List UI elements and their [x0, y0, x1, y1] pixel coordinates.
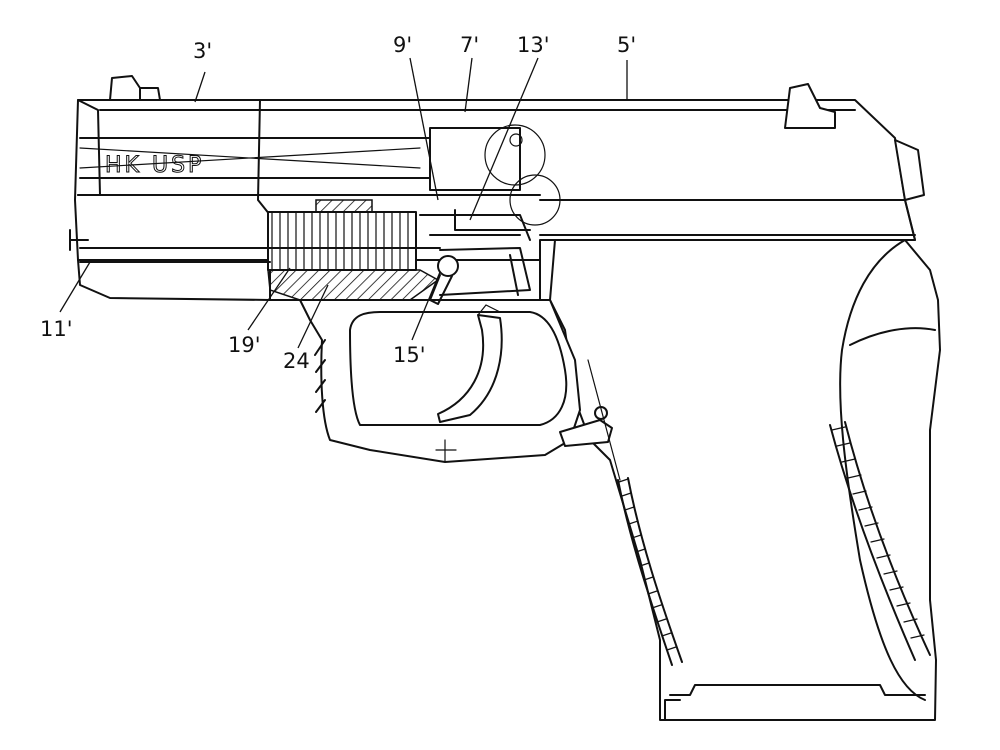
trigger — [437, 314, 503, 423]
label-9: 9' — [393, 33, 412, 57]
grip-serrations — [618, 426, 925, 651]
slide-stop-lever — [559, 359, 621, 481]
leader-lines — [59, 57, 628, 349]
barrel — [79, 127, 521, 191]
label-24: 24 — [283, 349, 310, 373]
slide-engraving: HK USP — [105, 153, 204, 178]
label-15: 15' — [393, 343, 426, 367]
buffer-element — [267, 269, 440, 301]
trigger-guard — [299, 299, 581, 463]
reference-labels: 3' 9' 7' 13' 5' 11' 19' 24 15' — [40, 33, 636, 373]
label-13: 13' — [517, 33, 550, 57]
recoil-spring — [79, 199, 441, 271]
label-7: 7' — [460, 33, 479, 57]
label-5: 5' — [617, 33, 636, 57]
frame-grip — [549, 239, 941, 721]
label-3: 3' — [193, 39, 212, 63]
label-19: 19' — [228, 333, 261, 357]
label-11: 11' — [40, 317, 73, 341]
pivot-pin — [429, 255, 459, 305]
